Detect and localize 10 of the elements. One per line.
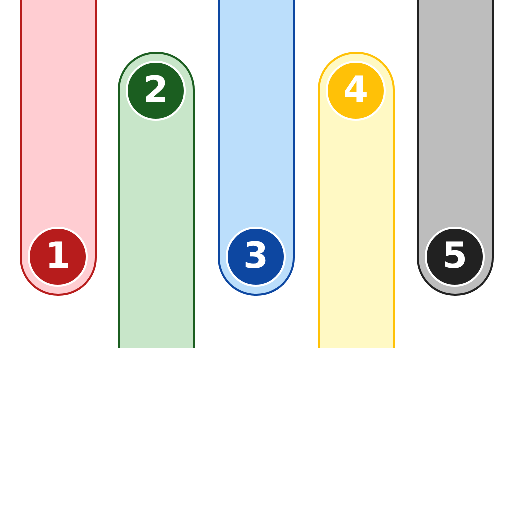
number-badge: 3 <box>226 227 286 287</box>
number-badge: 5 <box>425 227 485 287</box>
number-badge: 4 <box>326 61 386 121</box>
rounded-band <box>318 52 395 348</box>
rounded-band <box>20 0 97 296</box>
rounded-band <box>417 0 494 296</box>
number-badge: 2 <box>126 61 186 121</box>
rounded-band <box>118 52 195 348</box>
number-badge: 1 <box>28 227 88 287</box>
rounded-band <box>218 0 295 296</box>
